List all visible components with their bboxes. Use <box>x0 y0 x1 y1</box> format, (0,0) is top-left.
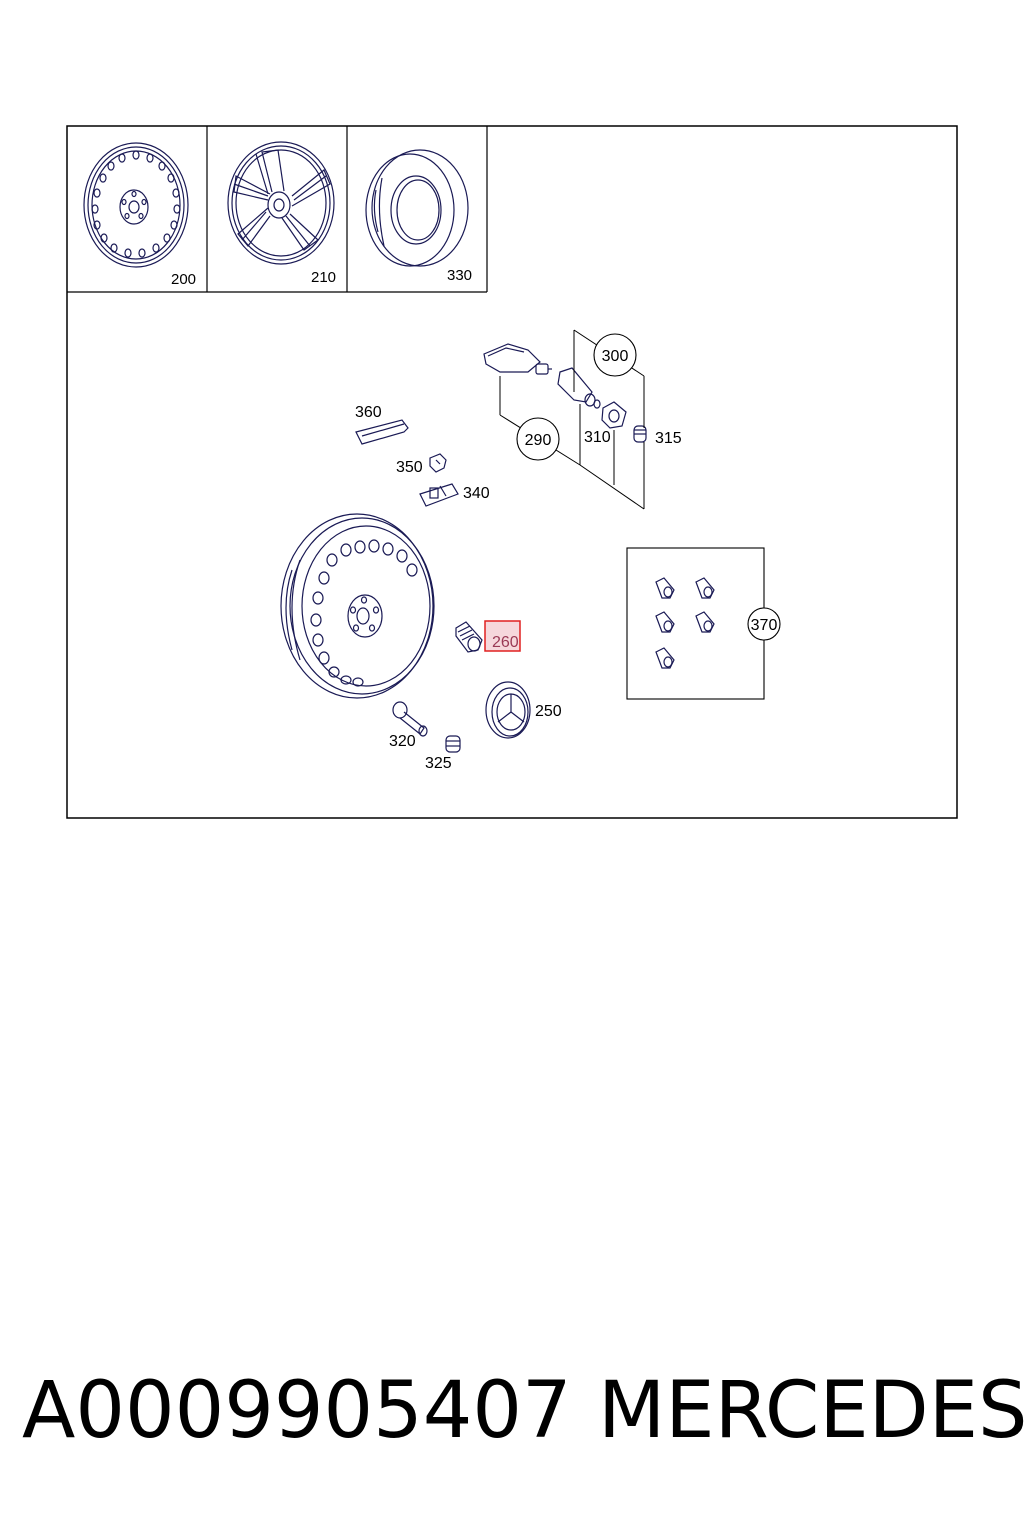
callout-370[interactable]: 370 <box>751 617 778 634</box>
callout-300-bubble <box>593 333 637 377</box>
balance-weight-340[interactable] <box>419 483 459 507</box>
hub-cap-250[interactable] <box>485 681 531 739</box>
callout-330[interactable]: 330 <box>447 267 472 284</box>
valve-nut[interactable] <box>601 401 627 429</box>
balance-clip-350[interactable] <box>429 453 447 473</box>
steel-wheel-thumbnail[interactable] <box>83 142 189 268</box>
alloy-wheel-thumbnail[interactable] <box>227 141 335 265</box>
callout-290-bubble <box>516 417 560 461</box>
bolt-set-370[interactable] <box>655 577 715 669</box>
callout-340[interactable]: 340 <box>463 485 490 502</box>
callout-315[interactable]: 315 <box>655 430 682 447</box>
callout-360[interactable]: 360 <box>355 404 382 421</box>
leader-lines-tpms <box>499 329 645 510</box>
valve-320[interactable] <box>392 701 428 737</box>
parts-diagram: 200 210 330 <box>66 125 958 819</box>
valve-cap-325[interactable] <box>445 735 461 753</box>
callout-300[interactable]: 300 <box>602 348 629 365</box>
steel-wheel-main[interactable] <box>280 513 435 699</box>
callout-210[interactable]: 210 <box>311 269 336 286</box>
part-number: A0009905407 <box>22 1366 572 1456</box>
callout-320[interactable]: 320 <box>389 733 416 750</box>
diagram-frame <box>66 125 958 819</box>
callout-370-bubble <box>747 607 781 641</box>
footer: A0009905407 MERCEDES <box>0 1372 1024 1472</box>
valve-cap-315[interactable] <box>633 425 647 443</box>
callout-200[interactable]: 200 <box>171 271 196 288</box>
callout-350[interactable]: 350 <box>396 459 423 476</box>
callout-310[interactable]: 310 <box>584 429 611 446</box>
wheel-bolt-260[interactable] <box>455 621 483 653</box>
callout-260[interactable]: 260 <box>492 634 519 651</box>
brand-name: MERCEDES <box>598 1366 1024 1456</box>
balance-weight-360[interactable] <box>355 419 409 445</box>
callout-260-highlight <box>484 620 521 652</box>
tire-thumbnail[interactable] <box>365 149 469 267</box>
bolt-set-box <box>626 547 765 700</box>
callout-290[interactable]: 290 <box>525 432 552 449</box>
valve-stem-310[interactable] <box>557 367 601 409</box>
tpms-sensor[interactable] <box>483 343 552 375</box>
callout-325[interactable]: 325 <box>425 755 452 772</box>
callout-250[interactable]: 250 <box>535 703 562 720</box>
